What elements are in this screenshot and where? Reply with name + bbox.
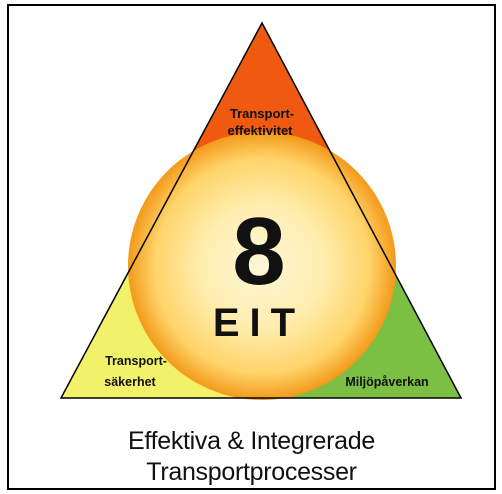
center-number: 8 — [232, 198, 285, 305]
center-circle — [128, 132, 396, 400]
left-label-line2: säkerhet — [104, 375, 156, 389]
top-label-line1: Transport- — [230, 106, 294, 121]
eit-triangle-diagram: Transport- effektivitet 8 EIT Transport-… — [59, 21, 463, 400]
diagram-frame: Transport- effektivitet 8 EIT Transport-… — [7, 4, 496, 490]
triangle-outline — [59, 21, 463, 399]
caption-line-2: Transportprocesser — [146, 458, 357, 486]
left-label-line1: Transport- — [105, 354, 167, 368]
right-label: Miljöpåverkan — [345, 375, 428, 389]
center-acronym: EIT — [213, 301, 305, 345]
top-label-line2: effektivitet — [227, 123, 293, 138]
caption-line-1: Effektiva & Integrerade — [128, 427, 375, 455]
